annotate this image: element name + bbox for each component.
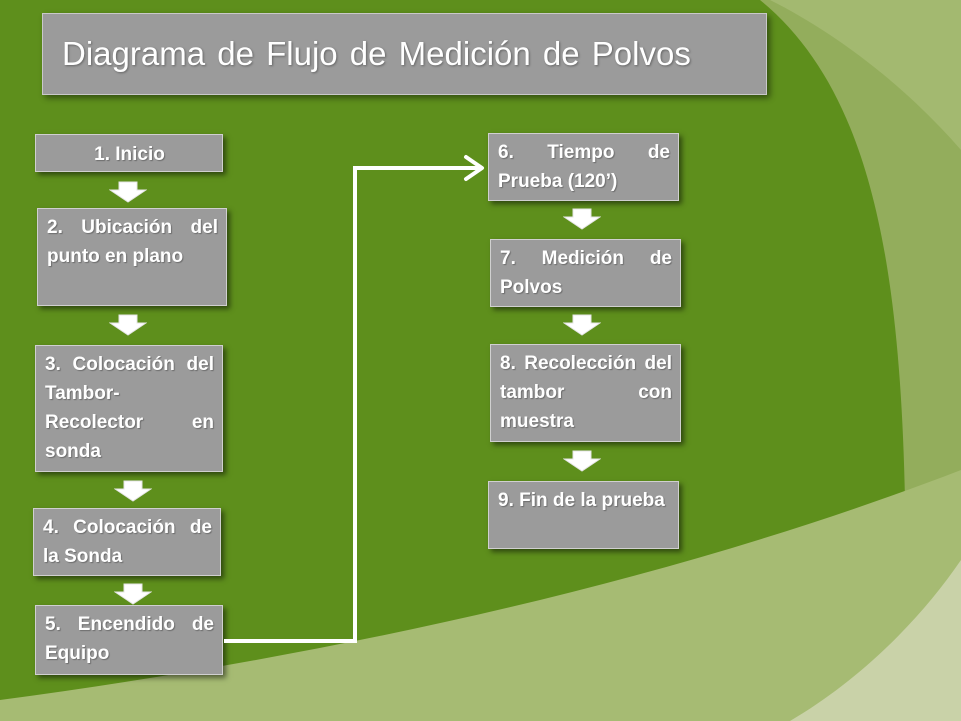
step-3-box: 3. Colocación del Tambor-Recolector en s… — [35, 345, 223, 472]
title-box: Diagrama de Flujo de Medición de Polvos — [42, 13, 767, 95]
step-8-label: 8. Recolección del tambor con muestra — [500, 353, 672, 432]
step-8-box: 8. Recolección del tambor con muestra — [490, 344, 681, 442]
down-arrow-icon — [109, 314, 147, 336]
down-arrow-icon — [114, 480, 152, 502]
step-9-label: 9. Fin de la prueba — [498, 490, 665, 511]
background-curve-bottom — [0, 470, 961, 721]
step-4-label: 4. Colocación de la Sonda — [43, 517, 212, 567]
background-curve-upper-right — [770, 0, 961, 150]
step-7-box: 7. Medición de Polvos — [490, 239, 681, 307]
step-7-label: 7. Medición de Polvos — [500, 248, 672, 298]
step-2-label: 2. Ubicación del punto en plano — [47, 217, 218, 267]
down-arrow-icon — [109, 181, 147, 203]
step-4-box: 4. Colocación de la Sonda — [33, 508, 221, 576]
down-arrow-icon — [114, 583, 152, 605]
step-1-box: 1. Inicio — [35, 134, 223, 172]
down-arrow-icon — [563, 314, 601, 336]
background-curve-right — [760, 0, 961, 500]
background-curve-bottom-pale — [790, 560, 961, 721]
step-5-label: 5. Encendido de Equipo — [45, 614, 214, 664]
down-arrow-icon — [563, 208, 601, 230]
down-arrow-icon — [563, 450, 601, 472]
step-6-label: 6. Tiempo de Prueba (120’) — [498, 142, 670, 192]
step-3-label: 3. Colocación del Tambor-Recolector en s… — [45, 354, 214, 462]
diagram-title: Diagrama de Flujo de Medición de Polvos — [62, 35, 691, 72]
step-6-box: 6. Tiempo de Prueba (120’) — [488, 133, 679, 201]
step-1-label: 1. Inicio — [94, 144, 165, 165]
step-2-box: 2. Ubicación del punto en plano — [37, 208, 227, 306]
step-5-box: 5. Encendido de Equipo — [35, 605, 223, 675]
step-9-box: 9. Fin de la prueba — [488, 481, 679, 549]
